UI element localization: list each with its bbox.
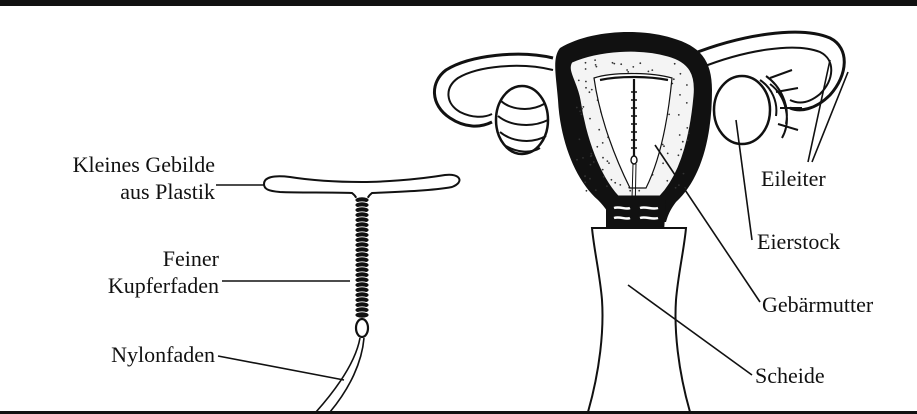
stipple-dot xyxy=(612,62,614,64)
label-eileiter: Eileiter xyxy=(761,166,826,191)
right-ovary xyxy=(714,70,802,144)
label-plastic-line2: aus Plastik xyxy=(120,179,215,204)
coil-winding xyxy=(355,312,369,318)
stipple-dot xyxy=(638,190,640,192)
stipple-dot xyxy=(620,63,622,65)
stipple-dot xyxy=(576,159,578,161)
stipple-dot xyxy=(686,102,688,104)
stipple-dot xyxy=(674,63,676,65)
stipple-dot xyxy=(651,69,653,71)
stipple-dot xyxy=(668,114,670,116)
stipple-dot xyxy=(591,155,593,157)
stipple-dot xyxy=(607,160,609,162)
stipple-dot xyxy=(581,114,583,116)
label-copper-line2: Kupferfaden xyxy=(108,273,219,298)
stipple-dot xyxy=(593,161,595,163)
stipple-dot xyxy=(598,129,600,131)
label-scheide: Scheide xyxy=(755,363,825,388)
stipple-dot xyxy=(578,80,580,82)
stipple-dot xyxy=(614,182,616,184)
stipple-dot xyxy=(602,169,604,171)
stipple-dot xyxy=(667,153,669,155)
stipple-dot xyxy=(627,71,629,73)
stipple-dot xyxy=(608,162,610,164)
iud-device xyxy=(264,175,459,412)
stipple-dot xyxy=(666,180,668,182)
stipple-dot xyxy=(629,190,631,192)
stipple-dot xyxy=(606,185,608,187)
stipple-dot xyxy=(663,145,665,147)
leader-nylon xyxy=(218,356,344,380)
stipple-dot xyxy=(648,71,650,73)
stipple-dot xyxy=(585,62,587,64)
stipple-dot xyxy=(682,141,684,143)
stipple-dot xyxy=(579,138,581,140)
iud-nylon-thread-2 xyxy=(330,338,364,412)
stipple-dot xyxy=(678,114,680,116)
stipple-dot xyxy=(596,146,598,148)
stipple-dot xyxy=(581,108,583,110)
inserted-iud-loop xyxy=(631,156,637,164)
stipple-dot xyxy=(595,64,597,66)
stipple-dot xyxy=(589,91,591,93)
stipple-dot xyxy=(662,162,664,164)
stipple-dot xyxy=(678,184,680,186)
label-plastic-line1: Kleines Gebilde xyxy=(73,152,215,177)
label-eierstock: Eierstock xyxy=(757,229,840,254)
stipple-dot xyxy=(594,59,596,61)
stipple-dot xyxy=(589,178,591,180)
stipple-dot xyxy=(679,94,681,96)
stipple-dot xyxy=(602,142,604,144)
left-ovary xyxy=(496,86,548,154)
stipple-dot xyxy=(602,157,604,159)
stipple-dot xyxy=(619,184,621,186)
stipple-dot xyxy=(687,140,689,142)
iud-end-loop xyxy=(356,319,368,337)
uterus-anatomy xyxy=(434,32,844,412)
stipple-dot xyxy=(611,179,613,181)
stipple-dot xyxy=(576,107,578,109)
stipple-dot xyxy=(639,62,641,64)
stipple-dot xyxy=(585,87,587,89)
iud-copper-coil xyxy=(355,197,369,318)
stipple-dot xyxy=(686,84,688,86)
stipple-dot xyxy=(582,157,584,159)
stipple-dot xyxy=(585,68,587,70)
stipple-dot xyxy=(595,189,597,191)
vagina xyxy=(588,228,690,412)
stipple-dot xyxy=(686,127,688,129)
stipple-dot xyxy=(590,153,592,155)
stipple-dot xyxy=(680,149,682,151)
stipple-dot xyxy=(584,175,586,177)
stipple-dot xyxy=(591,89,593,91)
top-border xyxy=(0,0,917,6)
stipple-dot xyxy=(586,190,588,192)
stipple-dot xyxy=(583,106,585,108)
stipple-dot xyxy=(585,81,587,83)
stipple-dot xyxy=(579,110,581,112)
stipple-dot xyxy=(632,66,634,68)
stipple-dot xyxy=(613,63,615,65)
stipple-dot xyxy=(626,69,628,71)
stipple-dot xyxy=(680,73,682,75)
label-copper-line1: Feiner xyxy=(163,246,220,271)
label-nylon: Nylonfaden xyxy=(111,342,215,367)
stipple-dot xyxy=(584,181,586,183)
stipple-dot xyxy=(603,176,605,178)
stipple-dot xyxy=(596,66,598,68)
stipple-dot xyxy=(590,164,592,166)
stipple-dot xyxy=(675,187,677,189)
label-gebaermutter: Gebärmutter xyxy=(762,292,874,317)
stipple-dot xyxy=(589,118,591,120)
stipple-dot xyxy=(678,154,680,156)
stipple-dot xyxy=(679,134,681,136)
stipple-dot xyxy=(688,132,690,134)
stipple-dot xyxy=(683,173,685,175)
stipple-dot xyxy=(673,78,675,80)
